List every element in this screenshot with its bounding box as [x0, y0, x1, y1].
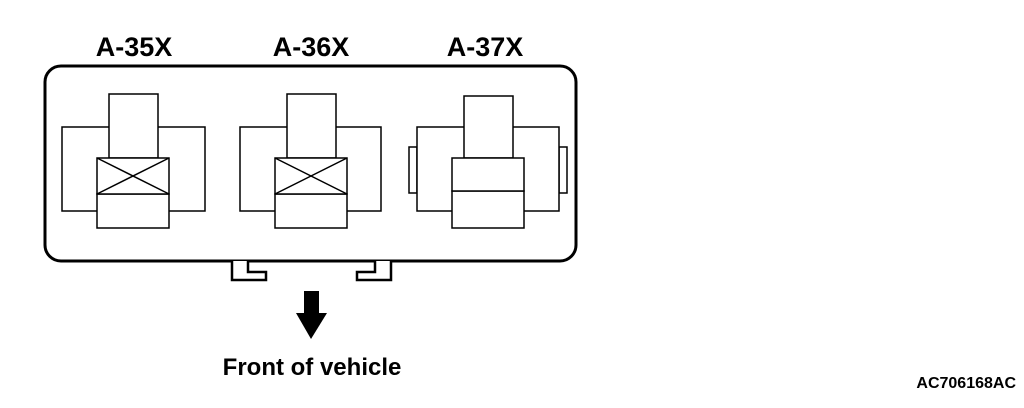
relay-bottom-terminal — [96, 193, 170, 229]
relay-label-a-37x: A-37X — [447, 32, 524, 62]
mounting-clip-left — [230, 261, 268, 282]
relay-top-tab — [463, 95, 514, 159]
relay-bottom-terminal — [451, 190, 525, 229]
relay-top-tab — [286, 93, 337, 159]
relay-installed-slot — [451, 157, 525, 192]
mounting-clip-right — [355, 261, 393, 282]
figure-code: AC706168AC — [916, 375, 1016, 392]
front-direction-arrow-icon — [296, 291, 327, 339]
relay-side-tab-right — [558, 146, 568, 194]
relay-label-a-36x: A-36X — [273, 32, 350, 62]
relay-a-37x — [408, 95, 568, 229]
relay-empty-slot-cross — [274, 157, 348, 195]
relay-label-a-35x: A-35X — [96, 32, 173, 62]
relay-a-36x — [239, 93, 382, 229]
relay-bottom-terminal — [274, 193, 348, 229]
relay-top-tab — [108, 93, 159, 159]
relay-a-35x — [61, 93, 206, 229]
relay-empty-slot-cross — [96, 157, 170, 195]
relay-side-tab-left — [408, 146, 418, 194]
direction-label: Front of vehicle — [223, 354, 402, 381]
